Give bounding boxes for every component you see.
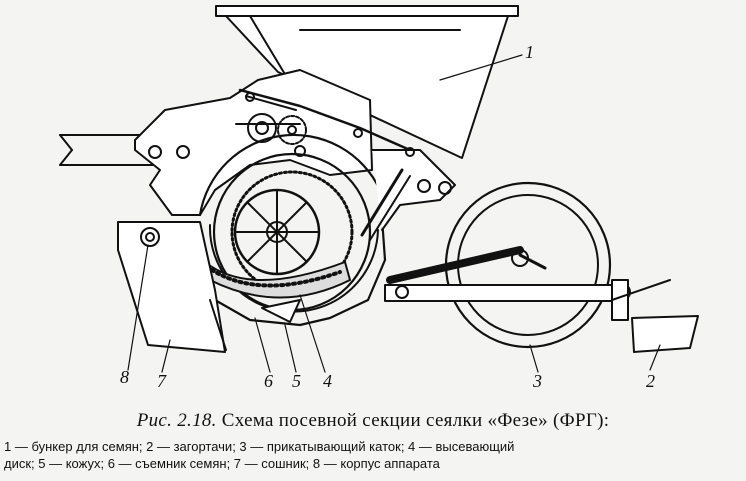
figure-caption: Рис. 2.18. Схема посевной секции сеялки … bbox=[0, 410, 746, 432]
seeder-section-diagram: 1 2 3 4 5 6 7 8 bbox=[59, 5, 699, 391]
callout-3: 3 bbox=[532, 371, 542, 391]
figure-label: Рис. 2.18. bbox=[136, 410, 217, 431]
callout-5: 5 bbox=[292, 371, 301, 391]
covering-tines bbox=[631, 315, 699, 353]
linkage-arm bbox=[360, 147, 456, 241]
callout-numbers: 1 2 3 4 5 6 7 8 bbox=[120, 42, 655, 391]
callout-8: 8 bbox=[120, 367, 129, 387]
legend-line-1: 1 — бункер для семян; 2 — загортачи; 3 —… bbox=[4, 439, 515, 454]
press-roller bbox=[386, 181, 612, 349]
callout-1: 1 bbox=[525, 42, 534, 62]
callout-6: 6 bbox=[264, 371, 273, 391]
callout-4: 4 bbox=[323, 371, 332, 391]
callout-2: 2 bbox=[646, 371, 655, 391]
leader-lines bbox=[127, 54, 661, 373]
callout-7: 7 bbox=[157, 371, 167, 391]
figure-legend: 1 — бункер для семян; 2 — загортачи; 3 —… bbox=[4, 438, 744, 472]
legend-line-2: диск; 5 — кожух; 6 — съемник семян; 7 — … bbox=[4, 456, 440, 471]
covering-tine-bar bbox=[384, 279, 671, 321]
figure-title: Схема посевной секции сеялки «Фезе» (ФРГ… bbox=[221, 410, 610, 431]
seed-remover bbox=[204, 261, 351, 323]
seed-hopper bbox=[215, 5, 519, 159]
coulter bbox=[117, 221, 227, 353]
